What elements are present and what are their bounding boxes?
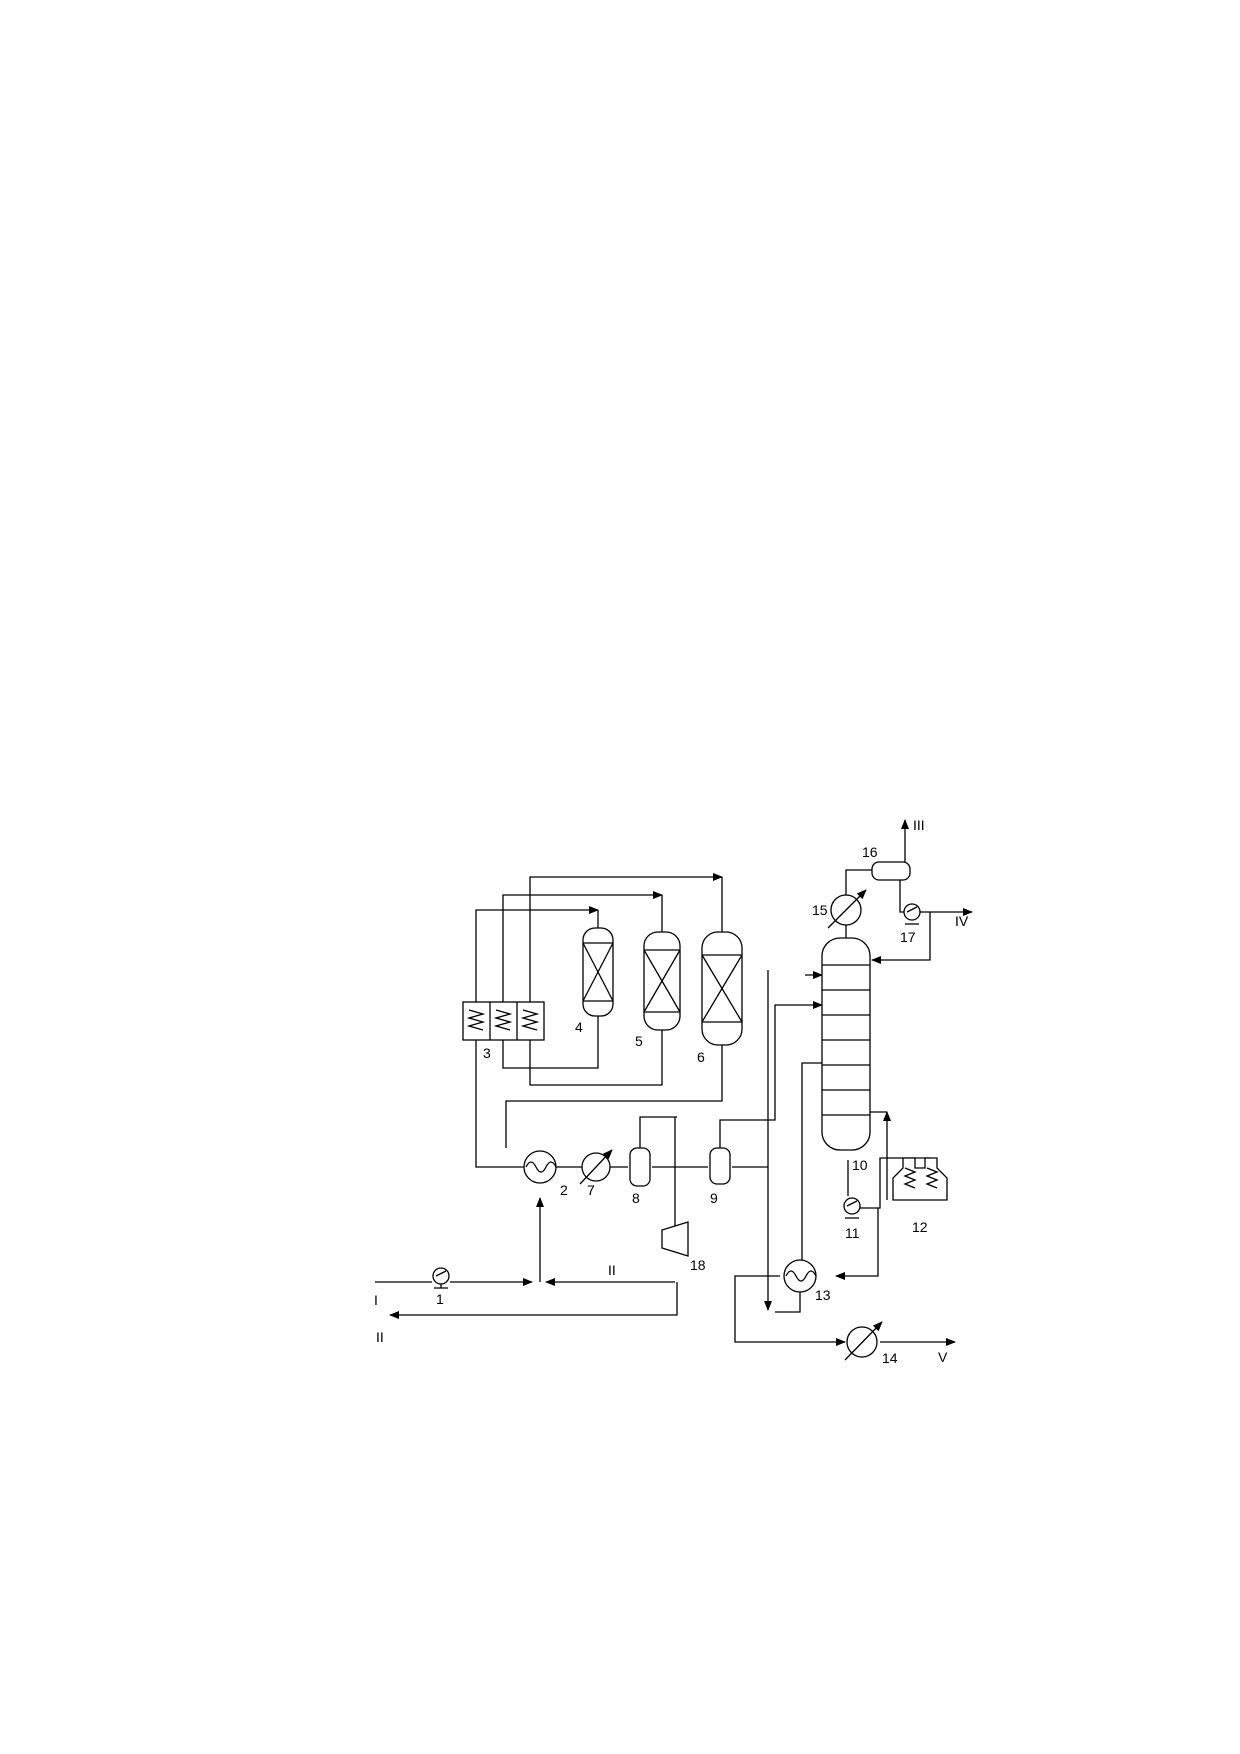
stream-label-II-recycle: II [608,1262,616,1278]
label-17: 17 [900,929,916,945]
stream-label-I: I [374,1292,378,1308]
pipe-reactor-6-out [505,1045,723,1148]
condenser-15 [827,889,867,929]
separator-8 [629,1147,651,1187]
pipe-gas-to-column [752,1001,823,1121]
label-18: 18 [690,1257,706,1273]
pipe-reactor-4-to-3 [502,1015,599,1069]
pipe-3-to-reactor-5 [502,891,663,1002]
label-4: 4 [575,1019,583,1035]
label-1: 1 [436,1291,444,1307]
label-12: 12 [912,1219,928,1235]
pipe-13-to-14 [734,1275,846,1346]
label-16: 16 [862,844,878,860]
label-3: 3 [483,1045,491,1061]
heat-exchanger-13 [783,1259,817,1293]
pipe-reactor-5-to-3 [529,1030,663,1086]
label-7: 7 [587,1182,595,1198]
pipe-8-gas [639,1116,677,1148]
pipe-11-to-13 [835,1208,879,1280]
pipe-15-to-16 [845,869,872,895]
pipe-3-to-reactor-6 [529,873,723,1002]
separator-9 [709,1147,731,1185]
stream-label-V: V [938,1349,948,1365]
heat-exchanger-2 [523,1150,557,1184]
pipe-9-gas [719,1119,752,1148]
stream-label-IV: IV [955,913,969,929]
pump-11 [843,1197,861,1219]
pipe-13-loop [775,1290,801,1313]
cooler-14 [844,1321,883,1361]
label-2: 2 [560,1182,568,1198]
pipe-reflux [871,912,931,964]
column-10 [821,937,871,1151]
label-8: 8 [632,1190,640,1206]
labels: I II II III IV V 1 2 3 4 5 6 7 8 9 10 11… [374,817,969,1366]
stream-label-II-out: II [376,1329,384,1345]
label-14: 14 [882,1350,898,1366]
pipe-16-to-17 [899,878,905,913]
stream-label-III: III [913,817,925,833]
label-15: 15 [812,902,828,918]
label-10: 10 [852,1157,868,1173]
label-5: 5 [635,1033,643,1049]
pipe-2-to-heater-3 [475,1040,525,1168]
label-11: 11 [845,1225,860,1241]
reactor-4 [582,927,614,1017]
heater-3 [462,1001,545,1041]
compressor-18 [661,1221,689,1257]
label-9: 9 [710,1190,718,1206]
pump-1 [432,1267,450,1289]
furnace-12 [892,1157,948,1201]
label-6: 6 [697,1049,705,1065]
pipe-3-to-reactor-4 [475,906,599,1002]
equipment [432,861,948,1361]
pipe-exit-II [389,1282,678,1319]
label-13: 13 [815,1287,831,1303]
pipes [375,819,973,1346]
reactor-5 [643,931,681,1031]
cooler-7 [579,1149,613,1185]
pipe-13-to-column [801,1062,822,1270]
reactor-6 [701,931,743,1046]
pump-17 [903,903,921,925]
drum-16 [871,861,911,881]
